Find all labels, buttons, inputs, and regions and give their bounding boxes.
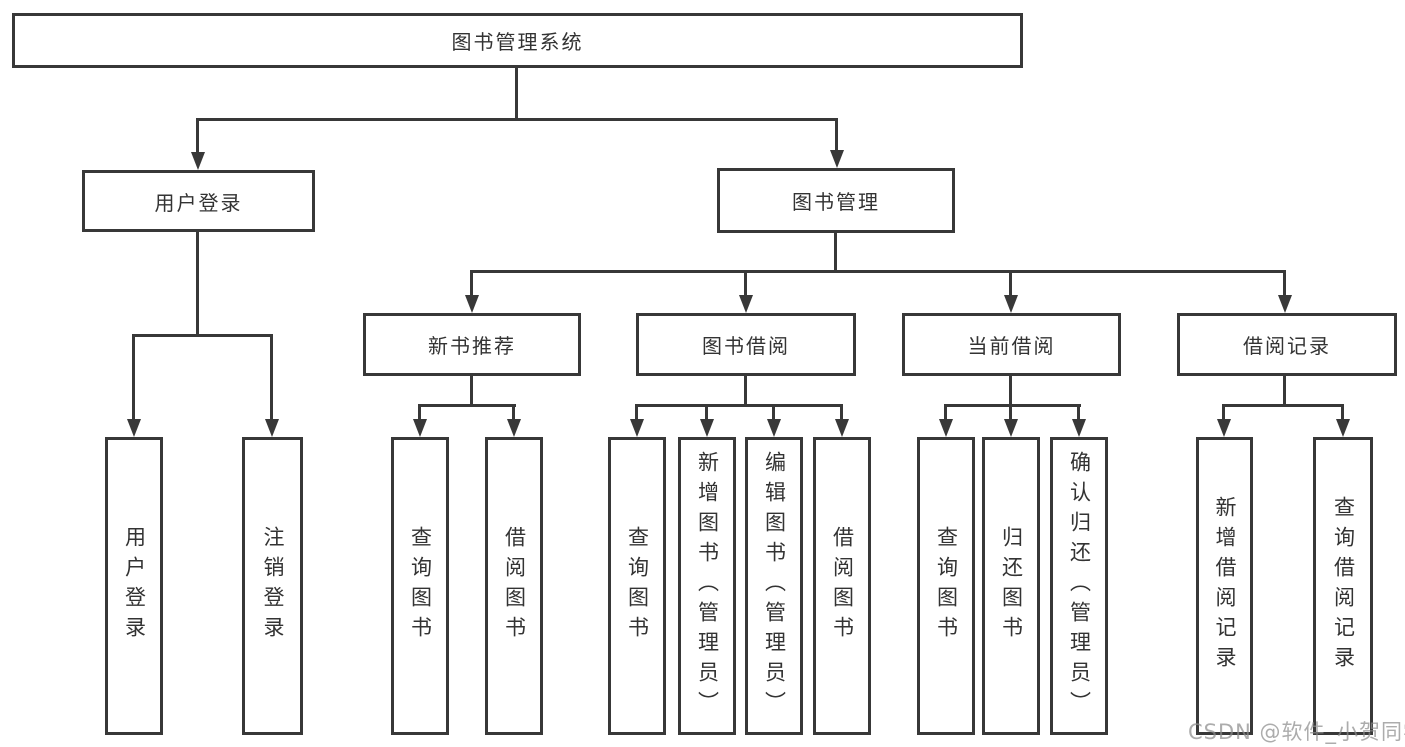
connector-line (840, 404, 843, 420)
connector-line (196, 118, 838, 121)
connector-line (132, 334, 135, 420)
connector-arrowhead (767, 419, 781, 437)
connector-arrowhead (830, 150, 844, 168)
connector-line (1009, 404, 1012, 420)
connector-arrowhead (700, 419, 714, 437)
leaf-return-books: 归还图书 (982, 437, 1040, 735)
connector-line (1009, 270, 1012, 296)
connector-arrowhead (465, 295, 479, 313)
connector-arrowhead (413, 419, 427, 437)
connector-line (470, 270, 1286, 273)
node-label: 当前借阅 (967, 334, 1056, 358)
node-label: 用户登录 (154, 190, 243, 215)
connector-arrowhead (835, 419, 849, 437)
connector-line (515, 68, 518, 118)
leaf-label: 注销登录 (261, 526, 285, 646)
leaf-borrow-books-recommend: 借阅图书 (485, 437, 543, 735)
connector-line (470, 376, 473, 407)
leaf-edit-book-admin: 编辑图书（管理员） (745, 437, 803, 735)
node-current-borrow: 当前借阅 (902, 313, 1121, 376)
connector-arrowhead (1004, 295, 1018, 313)
connector-line (196, 232, 199, 337)
connector-arrowhead (1278, 295, 1292, 313)
node-label: 图书借阅 (702, 334, 790, 358)
connector-arrowhead (739, 295, 753, 313)
leaf-label: 新增图书（管理员） (695, 451, 720, 721)
node-label: 新书推荐 (428, 334, 516, 358)
leaf-label: 借阅图书 (502, 526, 527, 646)
connector-arrowhead (1072, 419, 1086, 437)
connector-line (270, 334, 273, 420)
leaf-label: 确认归还（管理员） (1067, 451, 1092, 721)
node-user-login: 用户登录 (82, 170, 315, 232)
node-book-borrow: 图书借阅 (636, 313, 856, 376)
leaf-query-books-recommend: 查询图书 (391, 437, 449, 735)
connector-arrowhead (507, 419, 521, 437)
connector-arrowhead (1217, 419, 1231, 437)
leaf-logout: 注销登录 (242, 437, 303, 735)
connector-arrowhead (1004, 419, 1018, 437)
node-new-book-recommend: 新书推荐 (363, 313, 581, 376)
connector-line (418, 404, 421, 420)
leaf-user-login: 用户登录 (105, 437, 163, 735)
connector-line (835, 118, 838, 151)
connector-line (772, 404, 775, 420)
leaf-label: 查询图书 (625, 526, 650, 646)
connector-line (1009, 376, 1012, 407)
node-label: 借阅记录 (1243, 334, 1331, 358)
connector-line (1341, 404, 1344, 420)
connector-arrowhead (191, 152, 205, 170)
connector-arrowhead (939, 419, 953, 437)
leaf-borrow-books: 借阅图书 (813, 437, 871, 735)
connector-line (1283, 376, 1286, 407)
connector-line (418, 404, 516, 407)
connector-line (744, 376, 747, 407)
connector-line (1222, 404, 1344, 407)
leaf-query-borrow-record: 查询借阅记录 (1313, 437, 1373, 735)
connector-line (132, 334, 273, 337)
connector-line (1283, 270, 1286, 296)
leaf-label: 查询借阅记录 (1331, 496, 1356, 676)
leaf-query-books-borrow: 查询图书 (608, 437, 666, 735)
connector-line (635, 404, 638, 420)
connector-line (512, 404, 515, 420)
node-label: 图书管理 (792, 190, 880, 214)
leaf-label: 查询图书 (934, 526, 959, 646)
connector-arrowhead (265, 419, 279, 437)
leaf-label: 新增借阅记录 (1213, 496, 1237, 676)
leaf-label: 借阅图书 (830, 526, 855, 646)
connector-arrowhead (1336, 419, 1350, 437)
leaf-confirm-return-admin: 确认归还（管理员） (1050, 437, 1108, 735)
leaf-label: 用户登录 (122, 526, 147, 646)
connector-line (196, 118, 199, 153)
node-root-label: 图书管理系统 (451, 30, 584, 54)
connector-arrowhead (127, 419, 141, 437)
connector-line (470, 270, 473, 296)
connector-line (1077, 404, 1080, 420)
connector-line (944, 404, 947, 420)
connector-line (1222, 404, 1225, 420)
csdn-watermark: CSDN @软件_小贺同学 (1188, 720, 1405, 744)
leaf-add-borrow-record: 新增借阅记录 (1196, 437, 1253, 735)
leaf-label: 归还图书 (999, 526, 1024, 646)
connector-line (834, 233, 837, 273)
leaf-label: 编辑图书（管理员） (762, 451, 787, 721)
leaf-label: 查询图书 (408, 526, 433, 646)
node-book-management: 图书管理 (717, 168, 955, 233)
connector-line (744, 270, 747, 296)
node-root: 图书管理系统 (12, 13, 1023, 68)
connector-line (944, 404, 1081, 407)
connector-arrowhead (630, 419, 644, 437)
connector-line (635, 404, 843, 407)
leaf-query-books-current: 查询图书 (917, 437, 975, 735)
leaf-add-book-admin: 新增图书（管理员） (678, 437, 736, 735)
connector-line (705, 404, 708, 420)
node-borrow-records: 借阅记录 (1177, 313, 1397, 376)
